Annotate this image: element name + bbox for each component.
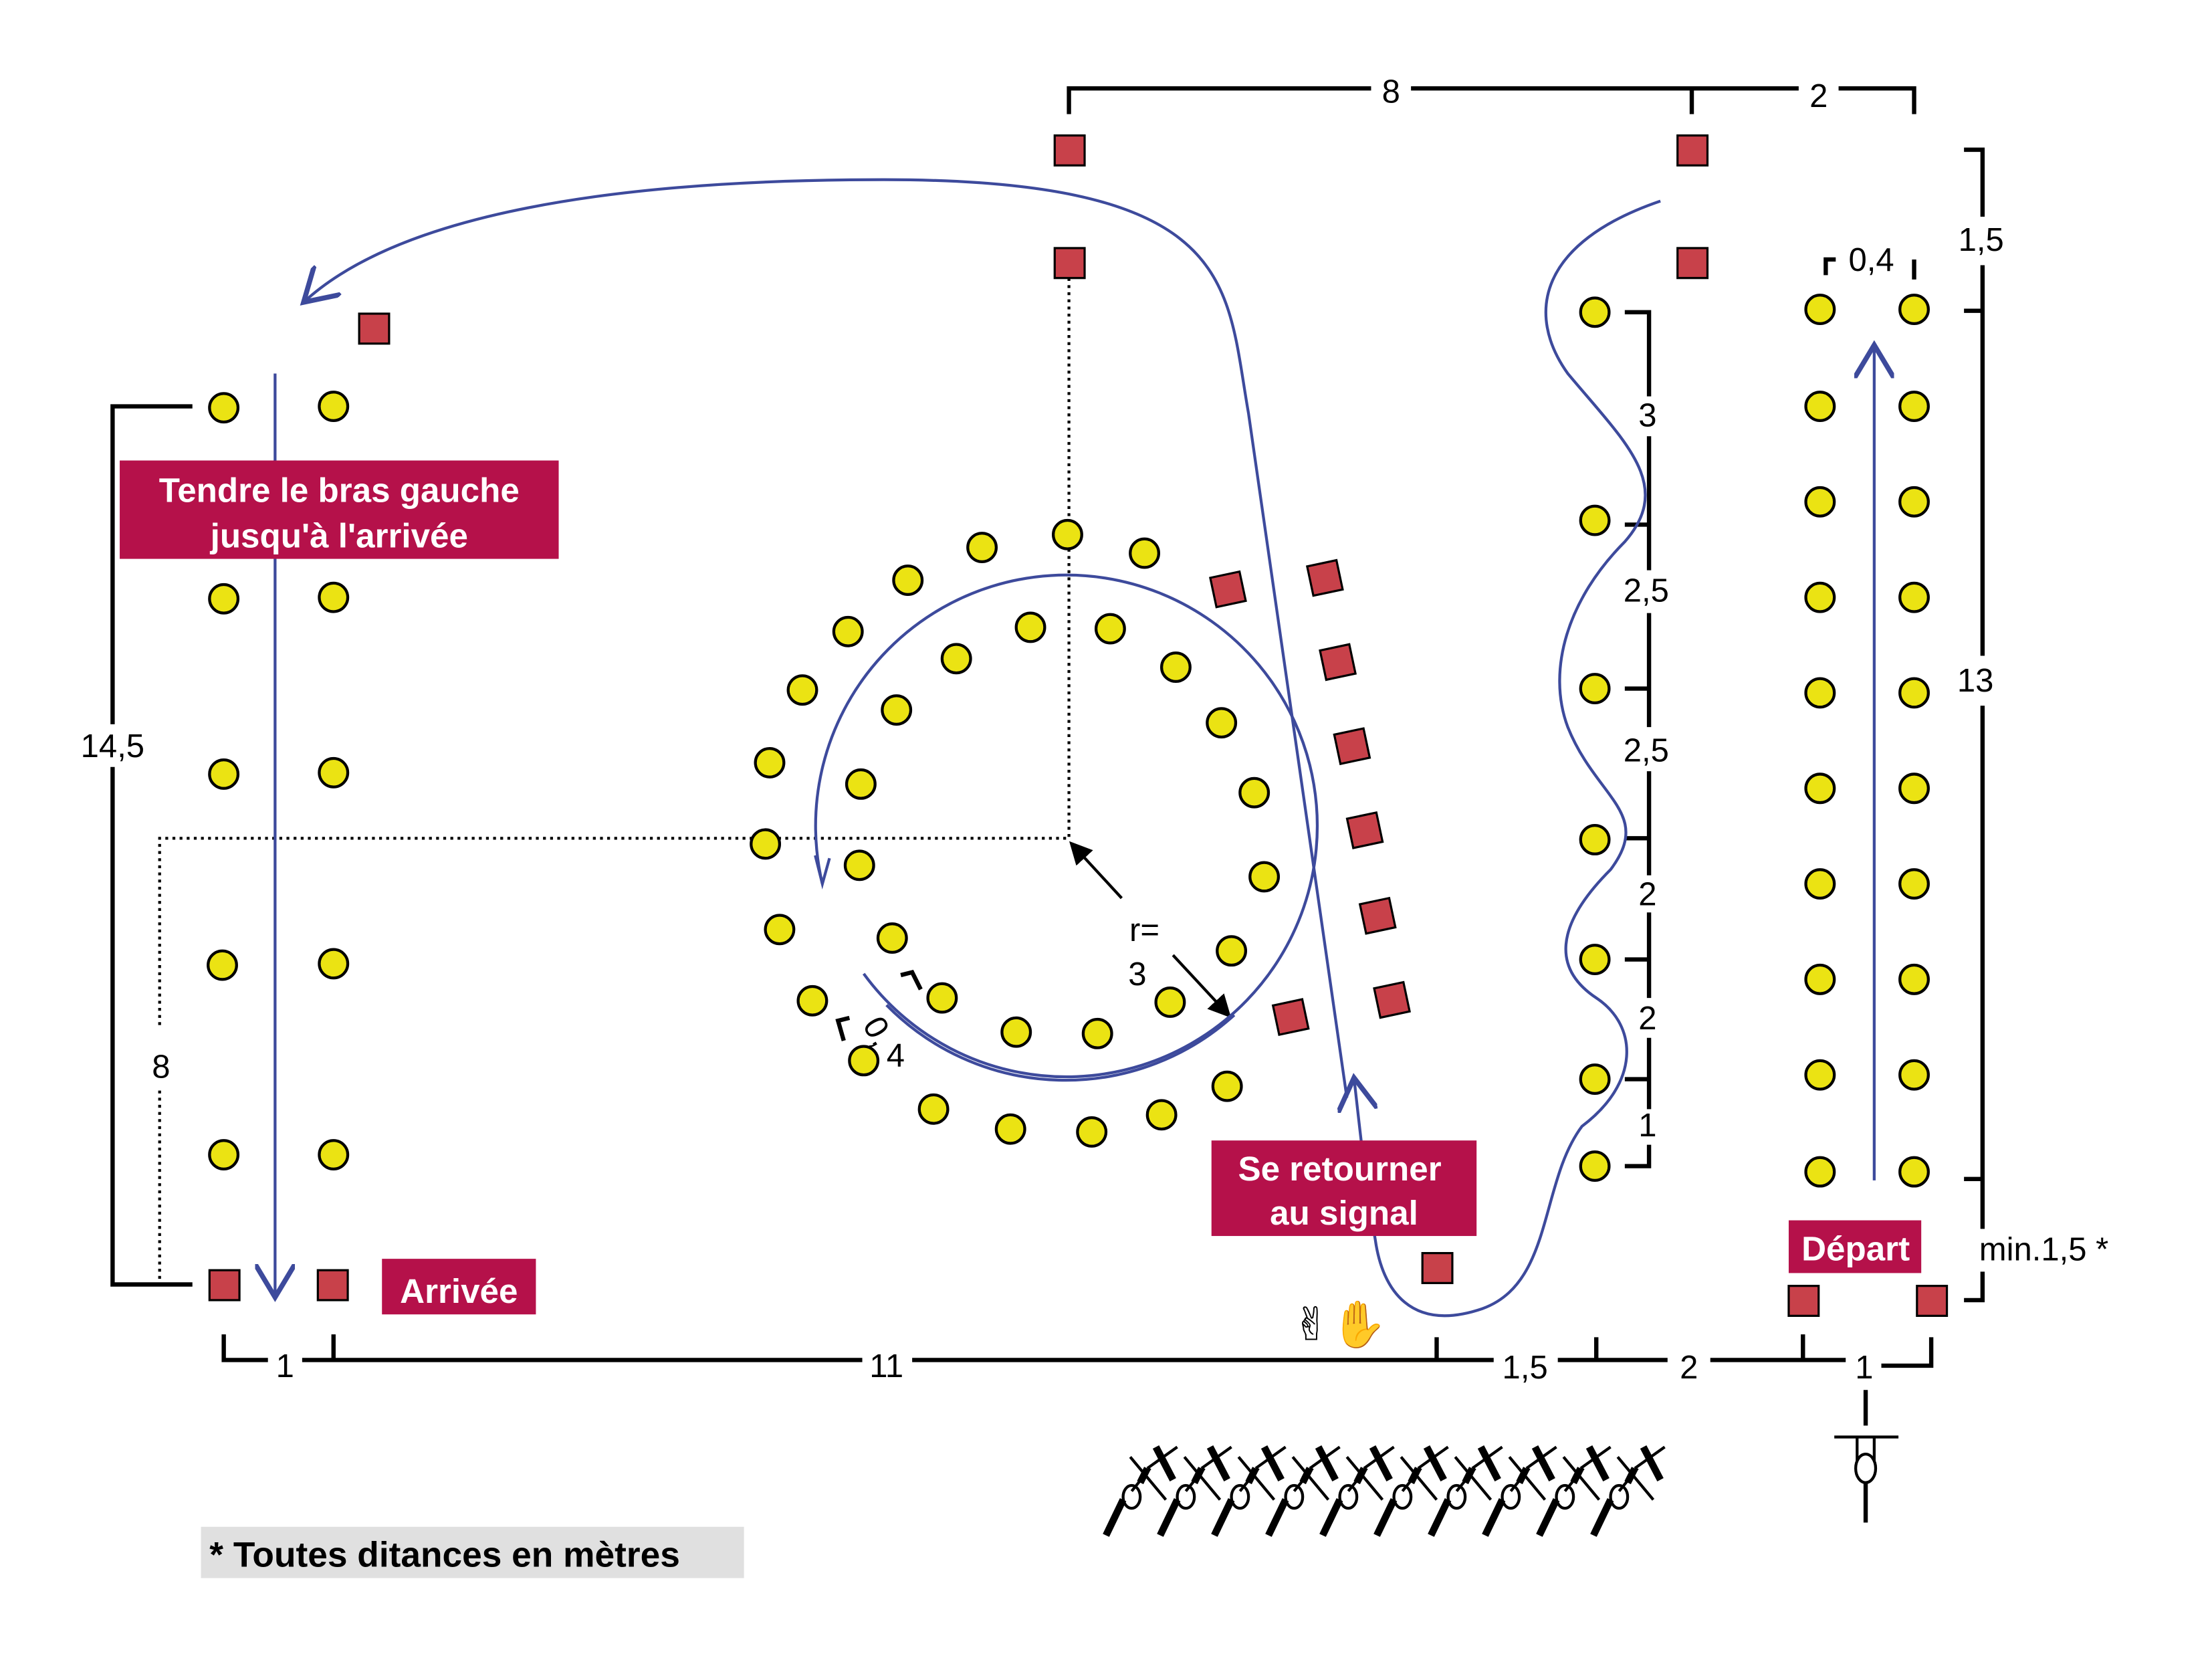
dim-slalom-2b: 2 xyxy=(1638,1001,1656,1037)
dim-left-8: 8 xyxy=(152,1049,170,1085)
dim-slalom-3: 3 xyxy=(1638,397,1656,433)
label-turn-line2: au signal xyxy=(1270,1194,1418,1232)
bike-icon xyxy=(1428,1445,1503,1537)
dim-slalom-2-5b: 2,5 xyxy=(1624,732,1669,768)
bike-icon xyxy=(1319,1445,1395,1537)
footnote: * Toutes ditances en mètres xyxy=(201,1526,744,1578)
label-extend-arm-line1: Tendre le bras gauche xyxy=(159,471,520,509)
dim-right-min: min.1,5 * xyxy=(1979,1231,2108,1267)
dim-left-14-5: 14,5 xyxy=(81,728,144,764)
cones xyxy=(207,294,1930,1188)
bike-icon xyxy=(1482,1445,1557,1537)
dim-radius-r: r= xyxy=(1129,912,1159,948)
circle-cones xyxy=(750,518,1281,1148)
dim-gap-4: 4 xyxy=(887,1037,905,1073)
slalom-cones xyxy=(1579,296,1611,1182)
bike-icon xyxy=(1211,1445,1287,1537)
bike-icon xyxy=(1265,1445,1341,1537)
start-corridor-cones xyxy=(1804,294,1930,1188)
dim-top-2: 2 xyxy=(1809,78,1828,114)
dim-bottom-2: 2 xyxy=(1680,1350,1698,1386)
dim-slalom-2a: 2 xyxy=(1638,877,1656,913)
dim-slalom-2-5a: 2,5 xyxy=(1624,573,1669,609)
dim-radius-3: 3 xyxy=(1128,956,1146,993)
route-path xyxy=(275,178,1874,1318)
dim-right-0-4: 0,4 xyxy=(1849,242,1894,278)
dim-bottom-1-left: 1 xyxy=(276,1348,294,1384)
dim-bottom-11: 11 xyxy=(869,1348,903,1384)
bike-icon xyxy=(1536,1445,1612,1537)
label-start-text: Départ xyxy=(1801,1229,1910,1267)
hand-signal-icon: ✌✋ xyxy=(1293,1299,1388,1352)
dim-bottom-1-right: 1 xyxy=(1855,1350,1873,1386)
label-turn-around: Se retourner au signal xyxy=(1211,1140,1477,1237)
dim-slalom-1: 1 xyxy=(1638,1108,1656,1144)
left-cone-rows xyxy=(207,391,350,1170)
label-arrival-text: Arrivée xyxy=(400,1272,518,1310)
label-extend-arm-line2: jusqu'à l'arrivée xyxy=(210,517,468,555)
dim-top-8: 8 xyxy=(1382,74,1400,110)
label-extend-arm: Tendre le bras gauche jusqu'à l'arrivée xyxy=(120,460,559,559)
dim-right-13: 13 xyxy=(1957,663,1994,699)
dimension-labels: 8 2 1,5 0,4 13 min.1,5 * 14,5 8 3 2,5 2,… xyxy=(81,74,2109,1386)
red-blocks xyxy=(208,134,1949,1317)
label-arrival: Arrivée xyxy=(382,1259,536,1315)
start-bike-icon xyxy=(1834,1435,1899,1484)
bike-icon xyxy=(1590,1445,1666,1537)
bike-icon xyxy=(1373,1445,1449,1537)
label-start: Départ xyxy=(1788,1220,1922,1273)
dimension-lines xyxy=(110,86,1985,1523)
dim-right-1-5: 1,5 xyxy=(1959,222,2004,258)
label-turn-line1: Se retourner xyxy=(1238,1150,1442,1188)
bike-icon xyxy=(1157,1445,1232,1537)
dim-bottom-1-5: 1,5 xyxy=(1503,1350,1548,1386)
footnote-text: * Toutes ditances en mètres xyxy=(209,1536,680,1575)
bike-icon xyxy=(1103,1445,1178,1537)
parked-bikes-icon xyxy=(1103,1445,1666,1537)
